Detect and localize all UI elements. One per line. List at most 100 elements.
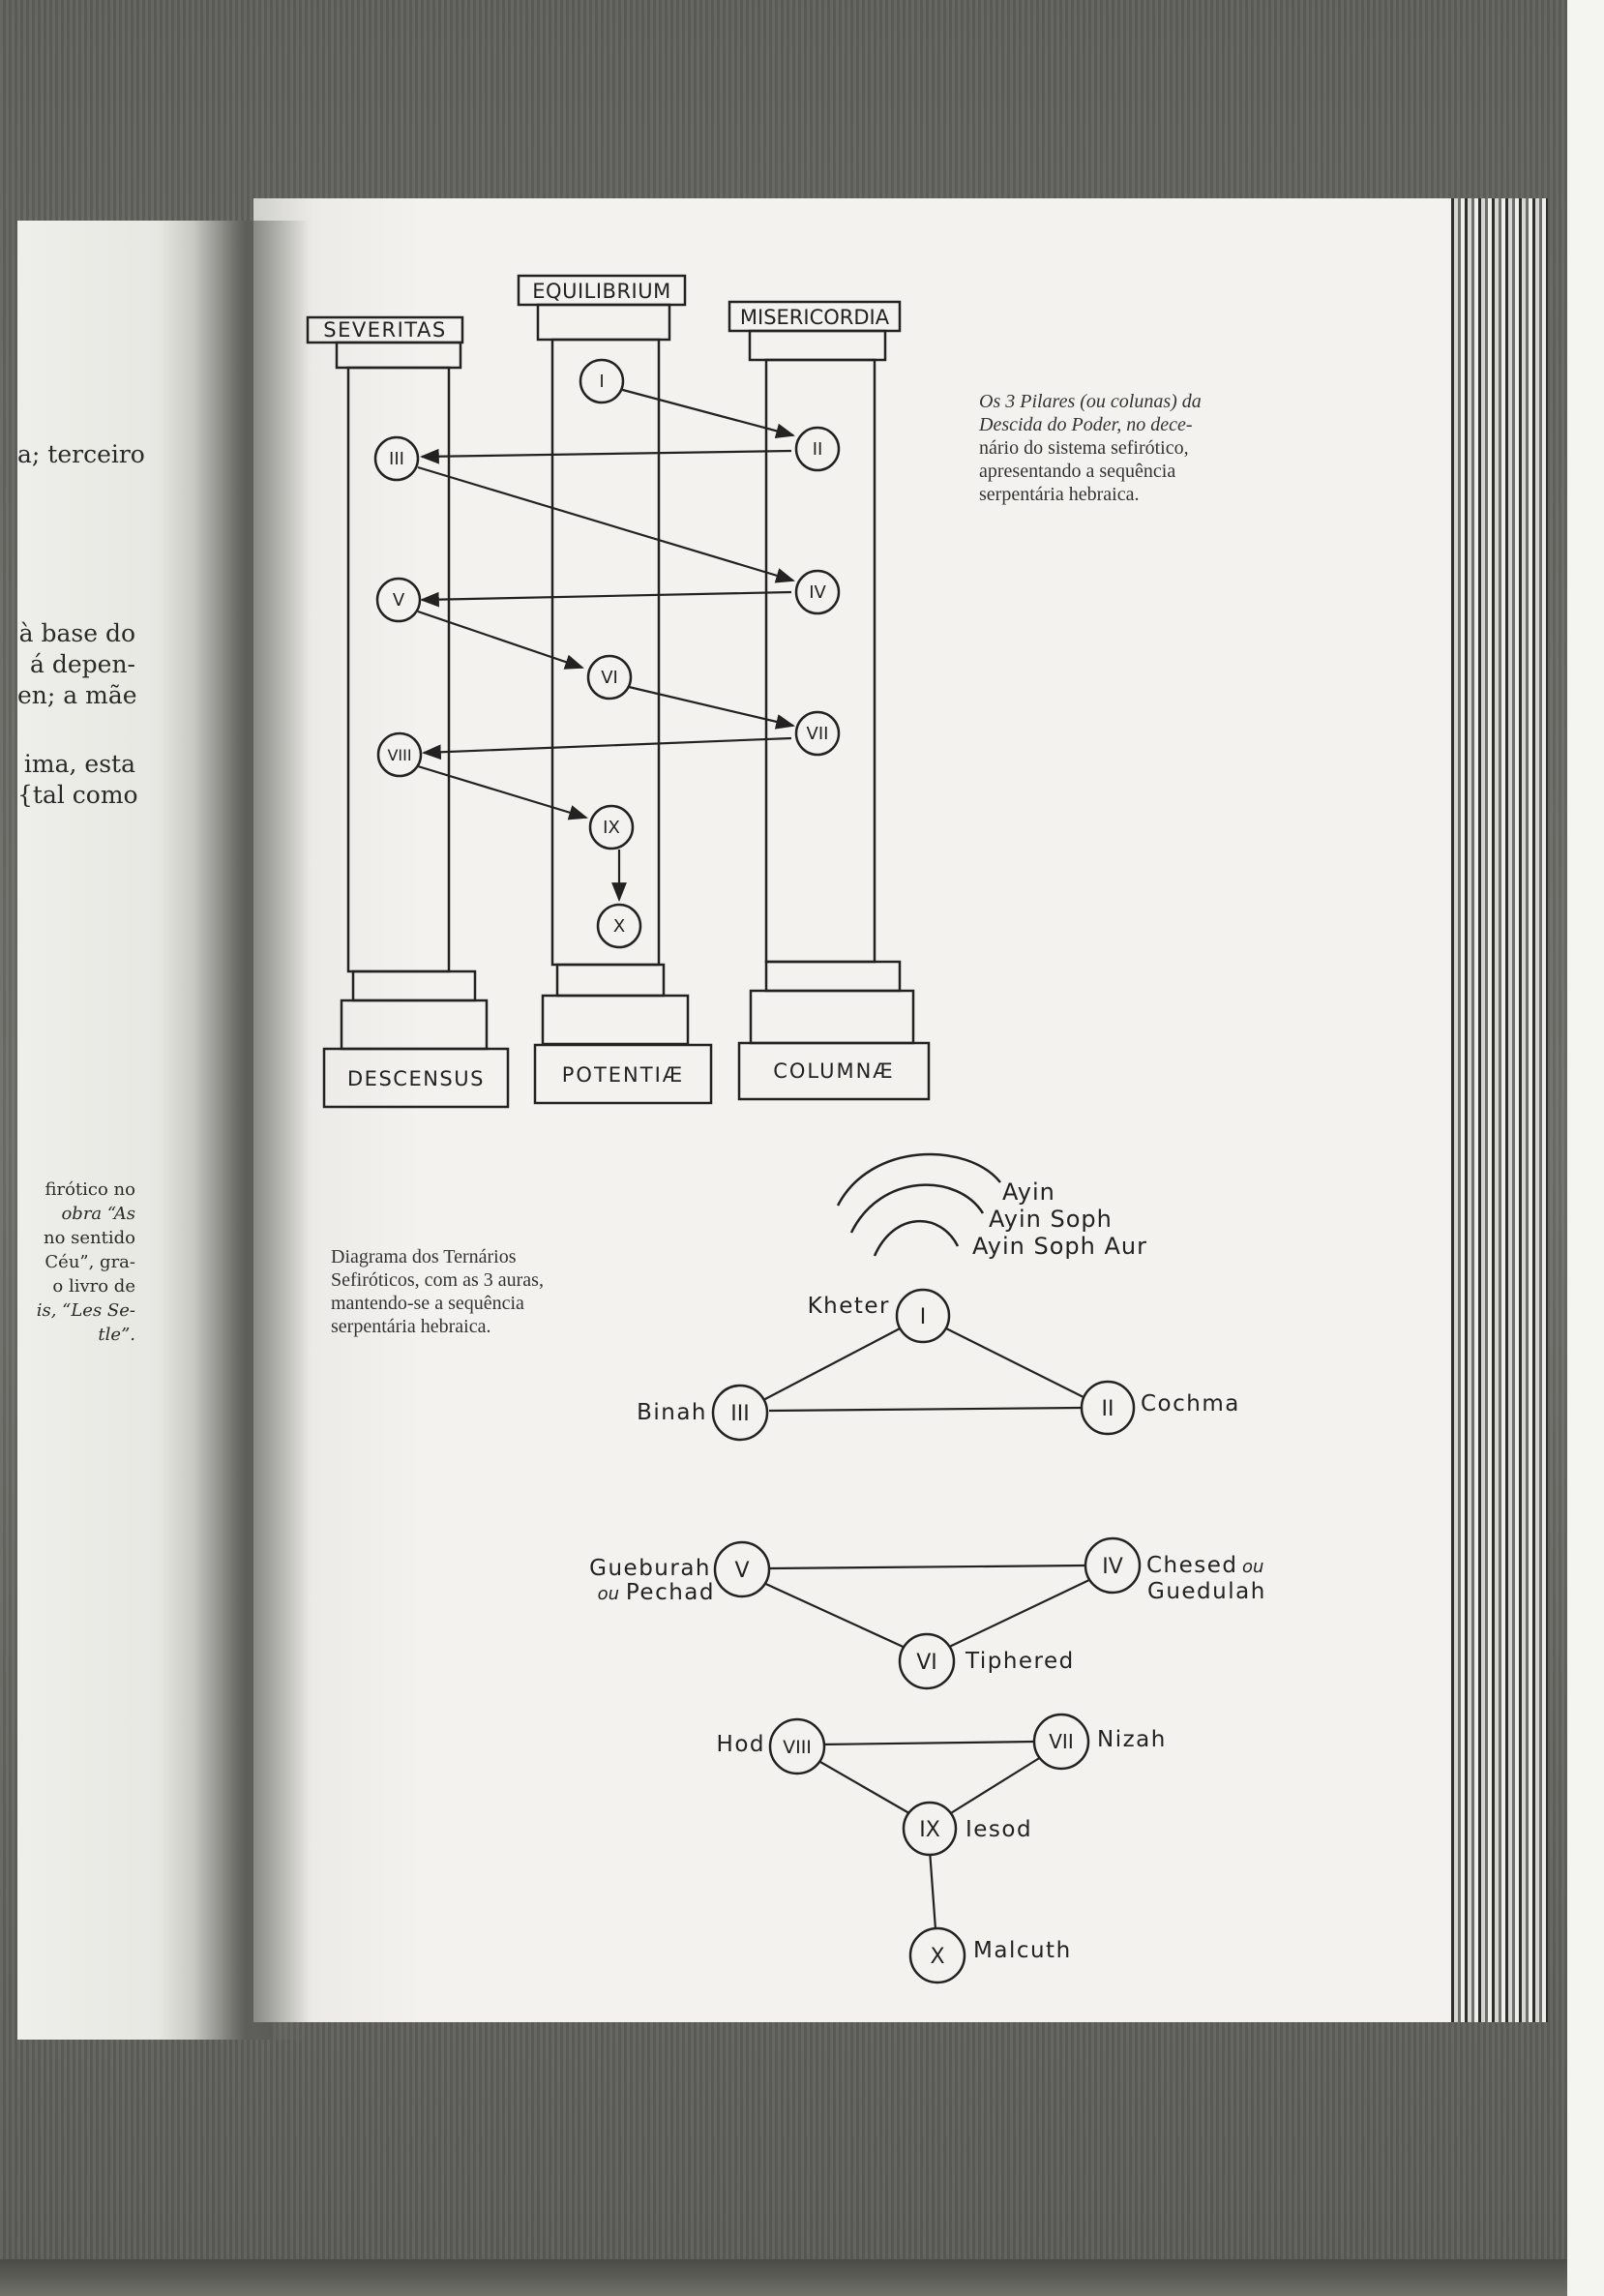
sefirah-numeral: I [920,1305,927,1329]
pillar-left-label-box-bottom [322,1047,510,1109]
pillar-label-severitas: SEVERITAS [323,318,446,342]
pillar-node-vi [586,654,633,701]
arrow-vii-viii [422,736,792,760]
sefirah-numeral: II [1102,1397,1114,1421]
line-i-iii [762,1326,905,1401]
left-page-line: firótico no [45,1179,135,1200]
sefirah-name-pechad: Pechad [626,1580,715,1605]
pillar-node-label: V [393,590,405,611]
sefirah-node-viii [768,1717,826,1775]
sefirah-node-ii [1080,1380,1136,1436]
pillar-node-label: II [813,439,823,460]
pillar-node-label: I [599,372,604,392]
left-page-line: o livro de [52,1276,135,1297]
pillar-node-label: III [389,449,404,469]
caption-line: Sefiróticos, com as 3 auras, [331,1269,544,1291]
sefirah-name-chesed: Chesed [1146,1553,1238,1578]
sefirah-node-vi [898,1632,956,1690]
caption-line: mantendo-se a sequência [331,1293,524,1314]
aura-arc-ayin-soph-aur [873,1220,960,1257]
line-v-iv [768,1564,1085,1570]
caption-line: nário do sistema sefirótico, [979,437,1189,459]
sefirah-name-gueburah: Gueburah [589,1556,711,1581]
scan-right-margin [1567,0,1604,2296]
aura-label-ayin: Ayin [1002,1178,1055,1206]
left-page-line: {tal como [17,781,138,809]
sefirah-numeral: X [930,1945,944,1969]
arrow-viii-ix [417,764,588,820]
scan-bottom-strip [0,2259,1604,2296]
arrow-v-vi [417,610,584,670]
arrow-iii-iv [417,465,795,583]
line-iii-ii [768,1406,1082,1413]
line-viii-ix [813,1757,915,1817]
pillars-caption: Os 3 Pilares (ou colunas) da Descida do … [979,390,1265,506]
sefirah-node-x [908,1926,966,1984]
pillar-label-descensus: DESCENSUS [347,1067,485,1090]
left-page-line: á depen- [30,650,135,678]
pillar-node-iv [794,569,841,615]
sefirah-alt-conj: ou [598,1584,619,1604]
sefirah-node-i [895,1288,951,1344]
pillar-label-misericordia: MISERICORDIA [740,306,890,329]
sefirah-numeral: IV [1102,1555,1123,1579]
caption-line: Descida do Poder, no dece- [979,414,1193,435]
left-page-line: no sentido [44,1228,135,1248]
sefirah-name-kheter: Kheter [808,1294,890,1319]
sefirah-node-v [713,1540,771,1598]
arrow-iv-v [420,590,792,608]
aura-label-ayin-soph: Ayin Soph [989,1206,1113,1233]
pillar-node-label: IX [603,818,620,838]
sefirah-name-guedulah: Guedulah [1147,1579,1266,1604]
pillar-label-potentiae: POTENTIÆ [562,1063,684,1087]
pillar-node-viii [376,731,423,778]
aura-label-ayin-soph-aur: Ayin Soph Aur [972,1233,1147,1260]
right-page [253,198,1474,2022]
pillar-node-label: VII [807,724,829,744]
pillar-label-columnae: COLUMNÆ [773,1059,895,1083]
page-edges [1451,198,1548,2022]
sefirah-name-binah: Binah [637,1400,707,1425]
pillar-node-label: VI [601,668,618,688]
caption-line: serpentária hebraica. [331,1316,491,1337]
left-page-line: Céu”, gra- [45,1252,135,1272]
pillar-node-v [375,577,422,623]
pillar-node-label: X [613,916,625,937]
left-page-line: tle”. [98,1325,135,1345]
pillar-label-equilibrium: EQUILIBRIUM [532,280,670,303]
sefirah-node-ix [902,1801,958,1857]
book-gutter [193,221,310,2040]
sefirah-node-iv [1084,1536,1142,1595]
line-vii-ix [945,1756,1042,1817]
arrow-ii-iii [420,448,792,464]
sefirah-alt-conj: ou [1242,1557,1263,1577]
left-page-line: obra “As [61,1204,135,1224]
sefirah-name-iesod: Iesod [965,1817,1032,1842]
sefirah-name-hod: Hod [717,1732,765,1757]
arrow-i-ii [618,387,795,439]
pillar-node-ix [588,804,635,850]
pillar-node-ii [794,426,841,472]
sefirah-node-iii [711,1384,769,1442]
line-i-ii [941,1326,1084,1398]
caption-line: apresentando a sequência [979,461,1176,482]
left-page-line: en; a mãe [17,681,137,709]
sefirah-numeral: III [730,1402,749,1426]
aura-arc-ayin [836,1152,1001,1207]
sefirah-numeral: IX [919,1818,940,1842]
line-viii-vii [818,1740,1036,1746]
pillar-node-vii [794,710,841,757]
sefirah-numeral: VII [1049,1730,1073,1753]
sefirah-numeral: V [734,1559,749,1583]
left-page-line: a; terceiro [17,440,145,468]
left-page-line: ima, esta [23,750,135,778]
pillar-node-label: VIII [387,746,411,764]
aura-arc-ayin-soph [849,1183,985,1234]
sefirah-numeral: VI [916,1651,937,1675]
caption-line: Os 3 Pilares (ou colunas) da [979,391,1202,412]
pillar-node-label: IV [809,582,826,603]
sefirah-name-malcuth: Malcuth [973,1938,1072,1963]
left-page-line: is, “Les Se- [36,1300,135,1321]
